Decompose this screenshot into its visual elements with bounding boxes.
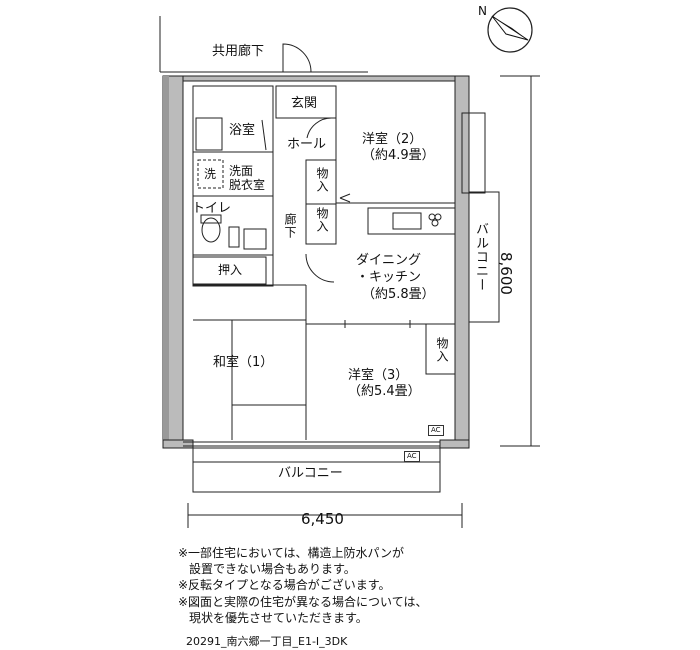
dining-kitchen-line2: ・キッチン: [356, 270, 422, 285]
width-dimension: 6,450: [301, 510, 344, 528]
hall-label: ホール: [287, 137, 327, 152]
footer-code: 20291_南六郷一丁目_E1-Ⅰ_3DK: [186, 635, 348, 648]
ac-unit-indoor: AC: [428, 425, 444, 436]
storage-label-hall: 物入: [315, 167, 329, 193]
storage-label-western3: 物入: [435, 337, 449, 363]
note-line-4: ※図面と実際の住宅が異なる場合については、: [178, 595, 428, 609]
western-room-3-size: （約5.4畳）: [348, 384, 421, 399]
side-balcony-label: バルコニー: [473, 222, 488, 292]
bath-label: 浴室: [229, 123, 256, 138]
washer-label: 洗: [204, 167, 217, 181]
common-corridor-label: 共用廊下: [212, 44, 265, 59]
ac-unit-outdoor: AC: [404, 451, 420, 462]
western-room-2-name: 洋室（2）: [362, 132, 423, 147]
western-room-2-size: （約4.9畳）: [362, 148, 435, 163]
note-line-1: ※一部住宅においては、構造上防水パンが: [178, 546, 405, 560]
bottom-balcony-label: バルコニー: [278, 466, 343, 481]
closet-label: 押入: [218, 263, 243, 277]
note-line-3: ※反転タイプとなる場合がございます。: [178, 578, 391, 592]
entrance-label: 玄関: [291, 96, 318, 111]
note-line-2: 設置できない場合もあります。: [189, 562, 356, 576]
dining-kitchen-line1: ダイニング: [356, 253, 422, 268]
washroom-label-line1: 洗面: [229, 164, 254, 178]
western-room-3-name: 洋室（3）: [348, 368, 409, 383]
storage-label-corridor: 物入: [315, 207, 329, 233]
corridor-label: 廊下: [283, 213, 297, 239]
depth-dimension: 8,600: [497, 252, 515, 295]
note-line-5: 現状を優先させていただきます。: [189, 611, 368, 625]
compass-icon: [487, 7, 533, 53]
compass-north-label: N: [478, 4, 487, 18]
toilet-label: トイレ: [192, 201, 232, 216]
japanese-room-name: 和室（1）: [213, 355, 274, 370]
washroom-label-line2: 脱衣室: [229, 178, 266, 192]
dining-kitchen-size: （約5.8畳）: [362, 287, 435, 302]
